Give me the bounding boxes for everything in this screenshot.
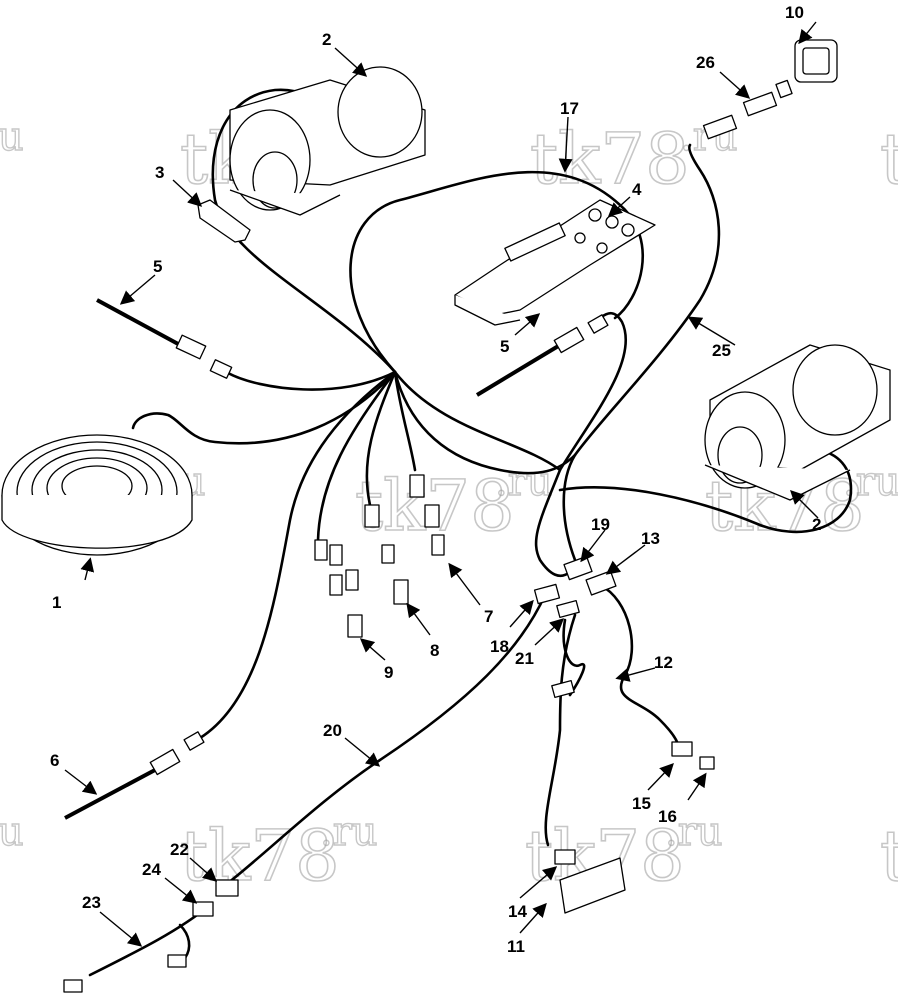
callout-15: 15 [632, 794, 651, 813]
callout-19: 19 [591, 515, 610, 534]
wire-23-branch [178, 923, 191, 960]
wire-to-connector-14 [544, 613, 577, 847]
callout-25: 25 [712, 341, 731, 360]
connector-group-9 [314, 539, 363, 638]
wire-23 [88, 903, 212, 977]
wire-to-connector-18 [534, 468, 572, 577]
callout-26: 26 [696, 53, 715, 72]
wire-main-loop [349, 170, 644, 374]
callout-17: 17 [560, 99, 579, 118]
leader-lines [64, 21, 819, 947]
callout-9: 9 [384, 663, 393, 682]
wire-to-connector-21 [562, 618, 586, 697]
callout-13: 13 [641, 529, 660, 548]
watermark-fragment: u [0, 809, 24, 855]
condenser-fan [1, 434, 193, 556]
callout-7: 7 [484, 607, 493, 626]
bracket-3 [197, 199, 251, 243]
sensor-5a [96, 298, 233, 379]
wire-to-sensor-6 [198, 370, 397, 740]
sensor-5b [475, 314, 609, 397]
callout-2: 2 [322, 30, 331, 49]
fuse-holder-26 [702, 79, 793, 140]
callout-6: 6 [50, 751, 59, 770]
callout-24: 24 [142, 860, 161, 879]
wire-12 [598, 583, 680, 752]
watermark-fragment: t [880, 118, 898, 200]
connector-group-8 [364, 504, 409, 605]
watermark-fragment: u [0, 114, 24, 160]
watermark-suffix: .ru [665, 809, 723, 855]
watermark-fragment: t [880, 815, 898, 897]
callout-3: 3 [155, 163, 164, 182]
wire-to-sensor-5b [393, 311, 628, 472]
wire-to-top-blower [211, 88, 397, 374]
callout-5: 5 [500, 337, 509, 356]
callout-16: 16 [658, 807, 677, 826]
callout-14: 14 [508, 902, 527, 921]
control-panel-11 [554, 849, 626, 914]
wire-to-right-blower [558, 448, 853, 534]
connector-group-7 [409, 474, 445, 556]
wire-main-lower [393, 370, 577, 475]
callout-8: 8 [430, 641, 439, 660]
callout-labels: 1 2 2 3 4 5 5 6 7 8 9 10 11 12 13 14 15 … [50, 3, 821, 956]
blower-right [704, 344, 891, 501]
wire-to-item-7 [393, 370, 417, 472]
harness-wires [88, 88, 853, 977]
callout-10: 10 [785, 3, 804, 22]
wire-harness-25 [573, 143, 721, 457]
connectors-center [533, 555, 715, 770]
watermark-suffix: .ru [495, 459, 553, 505]
module-10 [794, 39, 838, 83]
watermark-suffix: .ru [320, 809, 378, 855]
callout-22: 22 [170, 840, 189, 859]
callout-23: 23 [82, 893, 101, 912]
wire-to-connector-19 [562, 453, 577, 562]
wire-to-sensor-5a [226, 370, 397, 391]
watermark-text: tk78 [530, 118, 690, 200]
callout-4: 4 [632, 180, 642, 199]
callout-11: 11 [507, 937, 525, 956]
callout-20: 20 [323, 721, 342, 740]
sensor-6 [64, 731, 205, 820]
blower-top [229, 66, 426, 216]
callout-5: 5 [153, 257, 162, 276]
callout-18: 18 [490, 637, 509, 656]
wire-to-fan-1 [131, 370, 397, 445]
wire-to-item-8 [365, 370, 397, 507]
control-board [454, 199, 656, 326]
wire-to-item-9 [316, 370, 397, 542]
callout-2: 2 [812, 515, 821, 534]
callout-1: 1 [52, 593, 61, 612]
callout-21: 21 [515, 649, 534, 668]
callout-12: 12 [654, 653, 673, 672]
connectors-lower-left [63, 879, 239, 993]
